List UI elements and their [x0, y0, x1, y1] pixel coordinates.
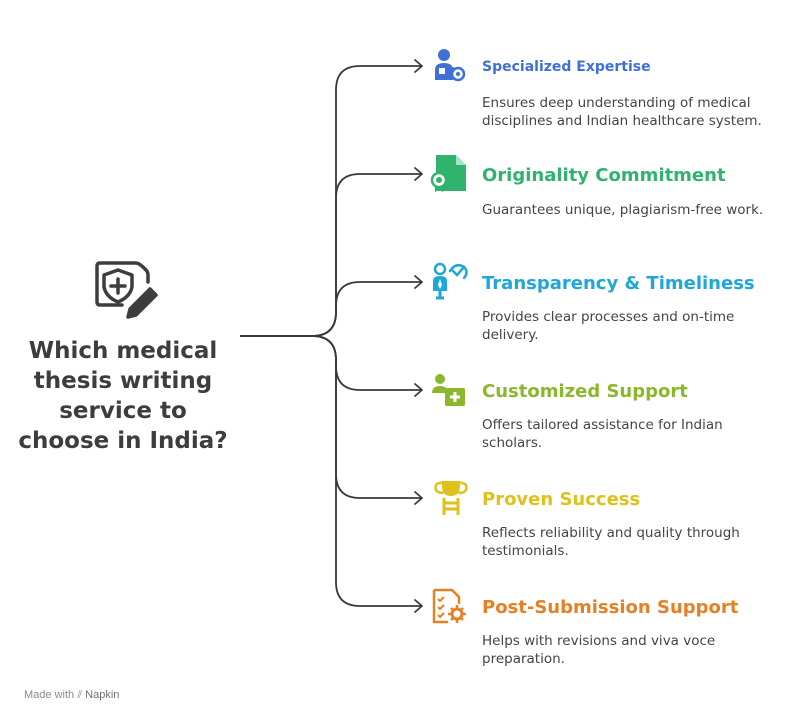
certificate-document-icon	[430, 155, 466, 192]
connector-branch-2	[240, 173, 422, 337]
person-checkmark-icon	[433, 262, 468, 300]
branch-title-proven-success: Proven Success	[482, 489, 641, 510]
branch-title-customized-support: Customized Support	[482, 381, 688, 402]
branch-desc-customized-support: Offers tailored assistance for Indian sc…	[482, 417, 723, 451]
napkin-logo-icon: ⫽	[77, 689, 83, 701]
made-with-napkin-watermark[interactable]: Made with ⫽ Napkin	[24, 689, 119, 702]
connector-arrowhead-5	[414, 491, 423, 505]
watermark-brand: Napkin	[85, 689, 120, 701]
connector-arrowhead-3	[414, 275, 423, 289]
branch-desc-transparency-timeliness: Provides clear processes and on-time del…	[482, 309, 735, 343]
connector-arrowhead-4	[414, 383, 423, 397]
branch-desc-specialized-expertise: Ensures deep understanding of medical di…	[482, 95, 762, 129]
branch-desc-originality-commitment: Guarantees unique, plagiarism-free work.	[482, 202, 764, 218]
checklist-gear-icon	[432, 588, 466, 624]
doctor-icon	[435, 49, 466, 82]
central-question: Which medical thesis writing service to …	[18, 338, 228, 454]
connector-branch-1	[240, 65, 422, 337]
person-medical-plus-icon	[432, 374, 465, 406]
trophy-ladder-icon	[434, 481, 468, 515]
connector-branch-5	[240, 335, 422, 499]
connector-lines	[240, 59, 423, 613]
branch-title-transparency-timeliness: Transparency & Timeliness	[482, 273, 755, 294]
watermark-prefix: Made with	[24, 689, 75, 701]
branch-desc-post-submission-support: Helps with revisions and viva voce prepa…	[482, 633, 716, 667]
connector-branch-3	[240, 281, 422, 337]
branch-desc-proven-success: Reflects reliability and quality through…	[482, 525, 740, 559]
connector-arrowhead-6	[414, 599, 423, 613]
connector-arrowhead-2	[414, 167, 423, 181]
connector-arrowhead-1	[414, 59, 423, 73]
branch-title-specialized-expertise: Specialized Expertise	[482, 59, 651, 75]
shield-document-pencil-icon	[95, 261, 158, 319]
connector-branch-6	[240, 335, 422, 607]
branch-title-post-submission-support: Post-Submission Support	[482, 597, 739, 618]
branch-title-originality-commitment: Originality Commitment	[482, 165, 726, 186]
